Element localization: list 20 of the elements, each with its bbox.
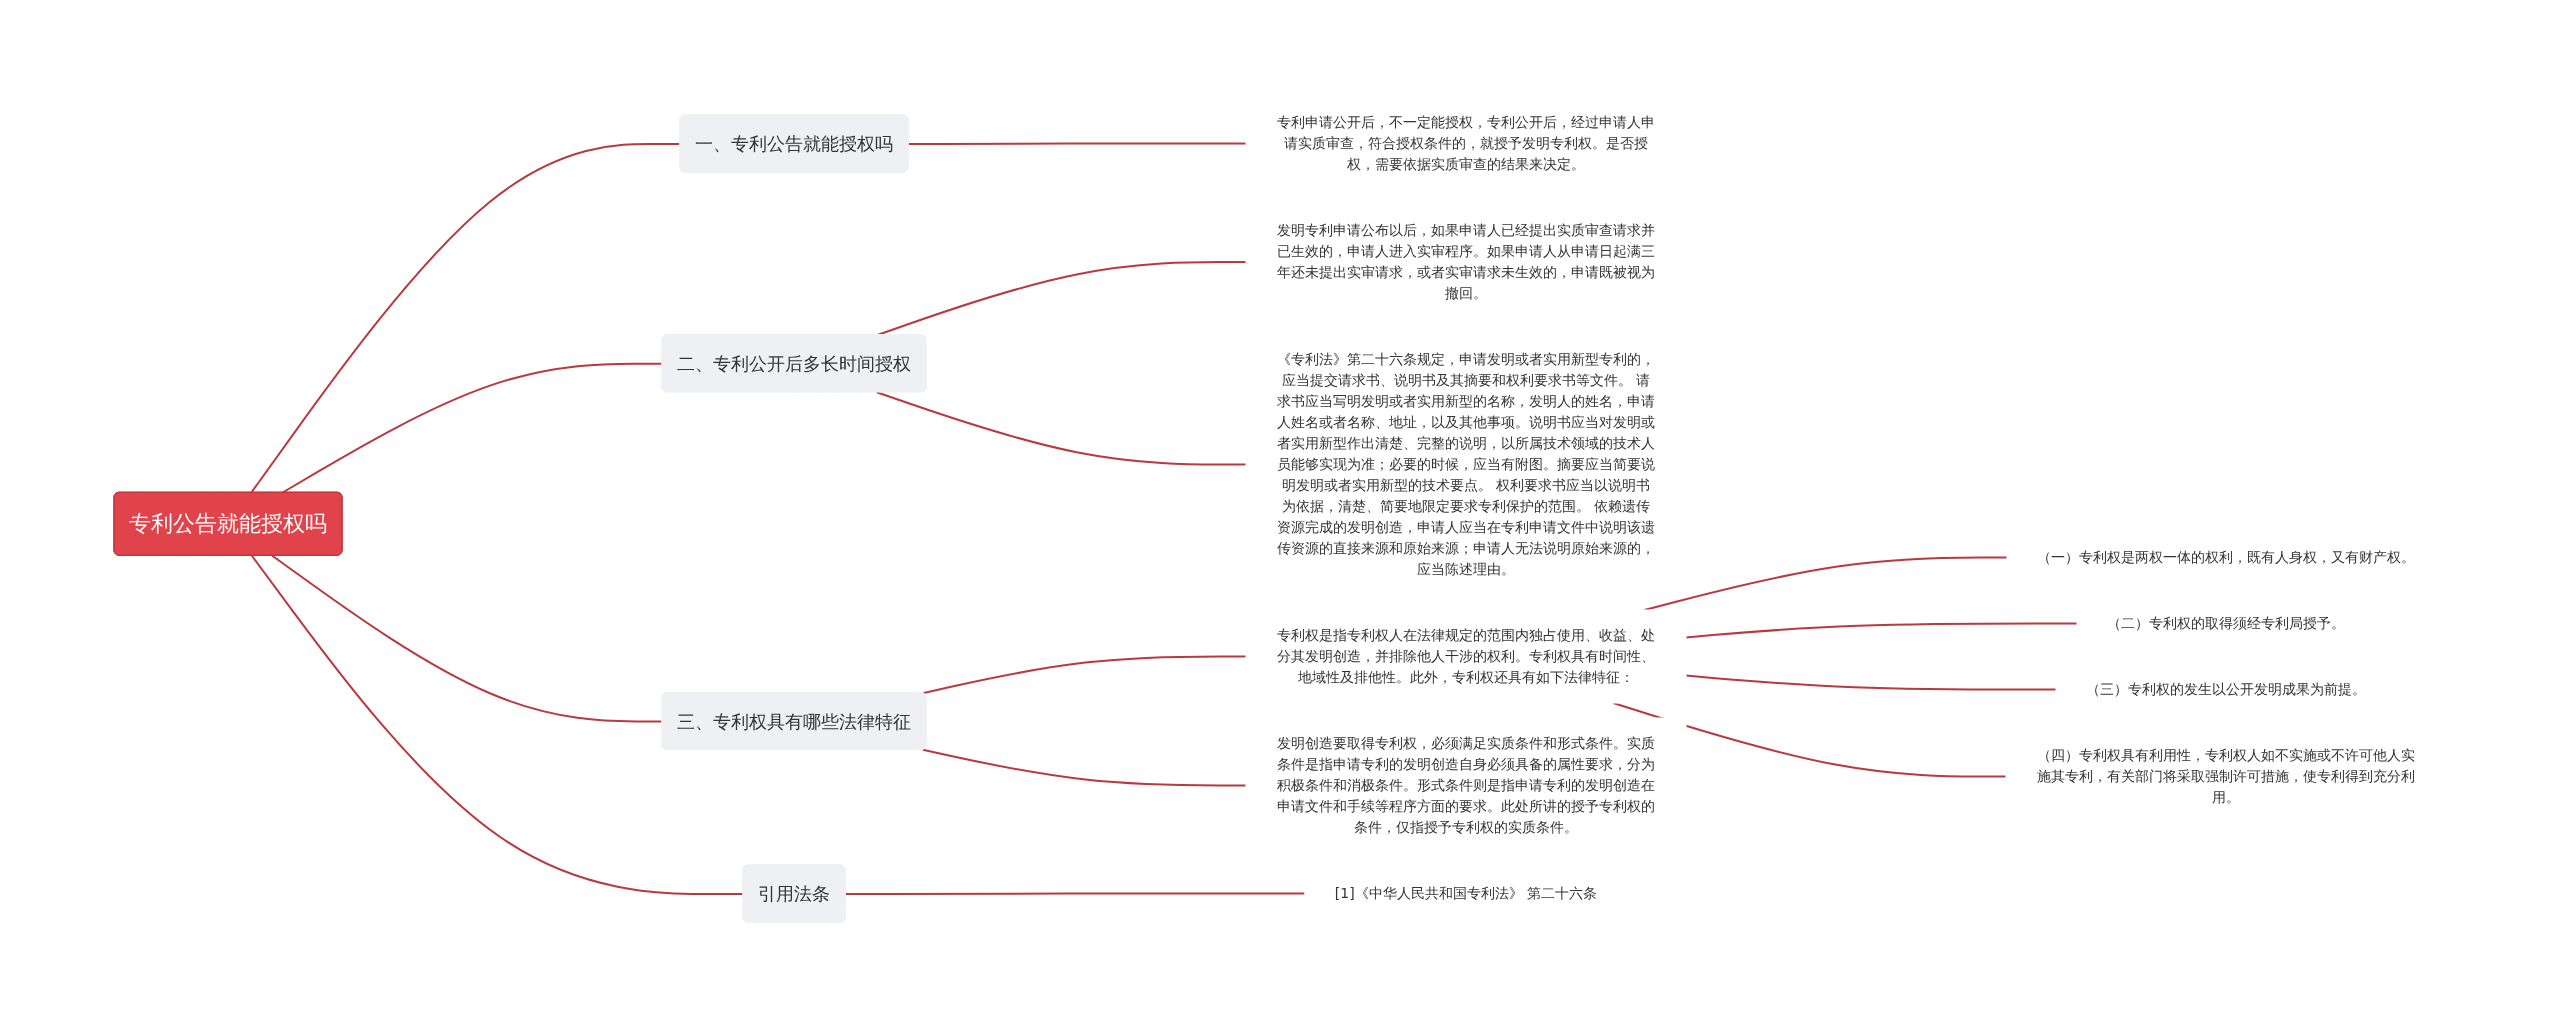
node-text: （四）专利权具有利用性，专利权人如不实施或不许可他人实施其专利，有关部门将采取强制许可措施，使专利得到充分利用。 (2037, 746, 2415, 805)
node-text: （三）专利权的发生以公开发明成果为前提。 (2086, 680, 2366, 697)
connector (907, 142, 1247, 145)
node-text: （一）专利权是两权一体的权利，既有人身权，又有财产权。 (2037, 548, 2415, 565)
node-text: 专利权是指专利权人在法律规定的范围内独占使用、收益、处分其发明创造，并排除他人干涉的权利。专利权具有时间性、地域性及排他性。此外，专利权还具有如下法律特征： (1277, 626, 1655, 685)
connector (844, 892, 1306, 895)
connector (1685, 674, 2057, 690)
connector (921, 655, 1247, 694)
connector (271, 554, 664, 722)
node-text: （二）专利权的取得须经专利局授予。 (2107, 614, 2345, 631)
node-text: 发明专利申请公布以后，如果申请人已经提出实质审查请求并已生效的，申请人进入实审程序。如果申请人从申请日起满三年还未提出实审请求，或者实审请求未生效的，申请既被视为撤回。 (1277, 221, 1655, 301)
connector (1685, 622, 2078, 638)
node-text: 发明创造要取得专利权，必须满足实质条件和形式条件。实质条件是指申请专利的发明创造自身必须具备的属性要求，分为积极条件和消极条件。形式条件则是指申请专利的发明创造在申请文件和手续等程序方面的要求。此处所讲的授予专利权的条件，仅指授予专利权的实质条件。 (1277, 734, 1655, 835)
node-text: 《专利法》第二十六条规定，申请发明或者实用新型专利的，应当提交请求书、说明书及其摘要和权利要求书等文件。 请求书应当写明发明或者实用新型的名称，发明人的姓名，申请人姓名或者名称、地址，以及其他事项。说明书应当对发明或者实用新型作出清楚、完整的说明，以所属技术领域的技术人员能够实现为准；必要的时候，应当有附图。摘要应当简要说明发明或者实用新型的技术要点。 权利要求书应当以说明书为依据，清楚、简要地限定要求专利保护的范围。 依赖遗传资源完成的发明创造，申请人应当在专利申请文件中说明该遗传资源的直接来源和原始来源；申请人无法说明原始来源的，应当陈述理由。 (1277, 350, 1655, 577)
node-text: [1]《中华人民共和国专利法》 第二十六条 (1334, 884, 1598, 901)
connector (1612, 701, 2007, 777)
connector (250, 554, 745, 895)
connector (921, 748, 1247, 786)
node-text: 专利申请公开后，不一定能授权，专利公开后，经过申请人申请实质审查，符合授权条件的，就授予发明专利权。是否授权，需要依据实质审查的结果来决定。 (1277, 113, 1655, 172)
connector (875, 390, 1247, 465)
